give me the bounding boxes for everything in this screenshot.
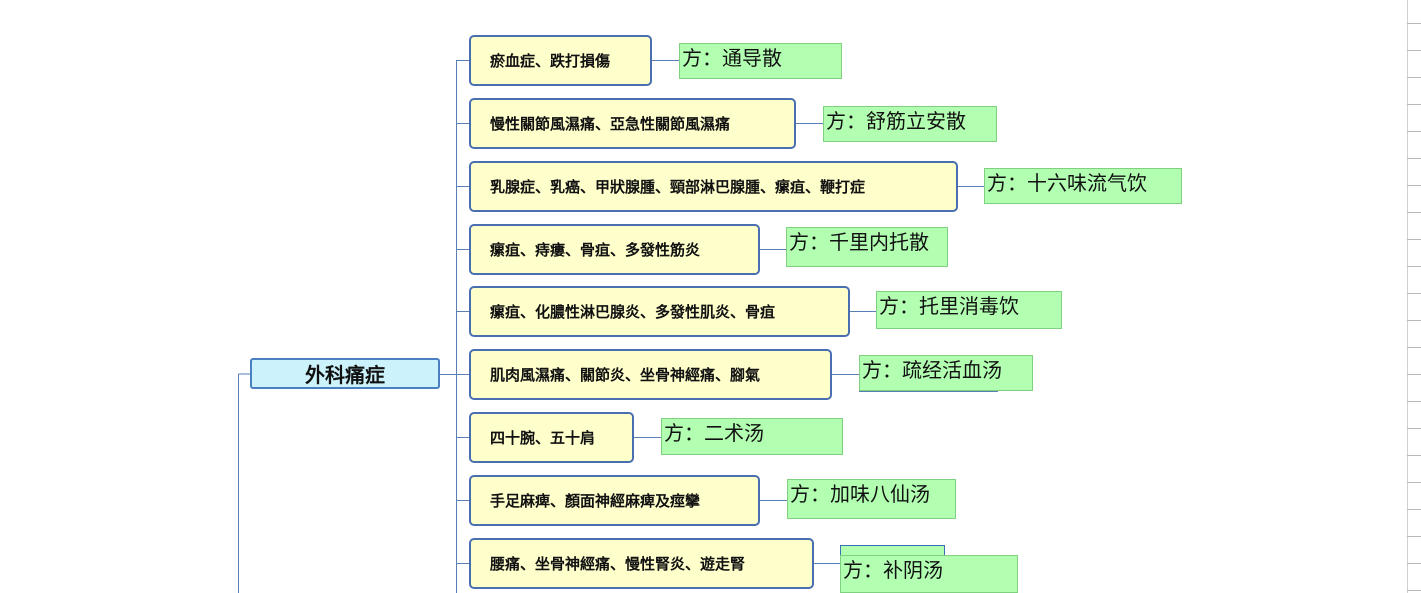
scroll-rail-tick [1407,401,1421,402]
scroll-rail-tick [1407,77,1421,78]
scroll-rail-tick [1407,23,1421,24]
branch-node-1[interactable]: 瘀血症、跌打損傷 [469,35,652,86]
formula-note-text: 方：加味八仙汤 [790,482,930,506]
branch-node-5[interactable]: 瘰疽、化膿性淋巴腺炎、多發性肌炎、骨疽 [469,286,850,337]
branch-node-9[interactable]: 腰痛、坐骨神經痛、慢性腎炎、遊走腎 [469,538,814,589]
branch-node-label: 手足麻痺、顏面神經麻痺及痙攣 [490,492,701,510]
branch-node-8[interactable]: 手足麻痺、顏面神經麻痺及痙攣 [469,475,760,526]
formula-note-5[interactable]: 方：托里消毒饮 [876,291,1062,329]
scroll-rail[interactable] [1407,0,1421,593]
scroll-rail-tick [1407,509,1421,510]
scroll-rail-tick [1407,428,1421,429]
formula-note-text: 方：十六味流气饮 [987,171,1147,195]
formula-note-4[interactable]: 方：千里内托散 [786,227,948,267]
formula-note-text: 方：疏经活血汤 [862,358,1002,382]
scroll-rail-tick [1407,185,1421,186]
formula-note-7[interactable]: 方：二术汤 [661,418,843,455]
scroll-rail-tick [1407,536,1421,537]
branch-node-label: 乳腺症、乳癌、甲狀腺腫、頸部淋巴腺腫、瘰疽、鞭打症 [490,178,866,196]
formula-note-shadow [840,545,945,557]
scroll-rail-tick [1407,104,1421,105]
branch-node-label: 慢性關節風濕痛、亞急性關節風濕痛 [490,115,731,133]
scroll-rail-tick [1407,212,1421,213]
formula-note-text: 方：千里内托散 [789,230,929,254]
formula-note-text: 方：舒筋立安散 [826,109,966,133]
branch-node-label: 瘰疽、化膿性淋巴腺炎、多發性肌炎、骨疽 [490,303,776,321]
scroll-rail-tick [1407,239,1421,240]
branch-node-label: 肌肉風濕痛、關節炎、坐骨神經痛、腳氣 [490,366,761,384]
scroll-rail-tick [1407,293,1421,294]
branch-node-2[interactable]: 慢性關節風濕痛、亞急性關節風濕痛 [469,98,796,149]
scroll-rail-tick [1407,320,1421,321]
branch-node-6[interactable]: 肌肉風濕痛、關節炎、坐骨神經痛、腳氣 [469,349,832,400]
formula-note-text: 方：通导散 [682,46,782,70]
formula-note-text: 方：二术汤 [664,421,764,445]
scroll-rail-tick [1407,266,1421,267]
root-node-label: 外科痛症 [305,363,385,387]
scroll-rail-tick [1407,455,1421,456]
formula-note-9[interactable]: 方：补阴汤 [840,555,1018,593]
scroll-rail-line [1407,0,1408,593]
branch-node-label: 四十腕、五十肩 [490,429,596,447]
formula-note-1[interactable]: 方：通导散 [679,43,842,79]
branch-node-label: 瘀血症、跌打損傷 [490,52,611,70]
formula-note-6[interactable]: 方：疏经活血汤 [859,355,1033,391]
branch-node-label: 腰痛、坐骨神經痛、慢性腎炎、遊走腎 [490,555,746,573]
branch-node-7[interactable]: 四十腕、五十肩 [469,412,634,463]
root-node-surgical-pain[interactable]: 外科痛症 [250,358,440,389]
branch-node-4[interactable]: 瘰疽、痔瘻、骨疽、多發性筋炎 [469,224,760,275]
formula-note-8[interactable]: 方：加味八仙汤 [787,479,956,519]
scroll-rail-tick [1407,563,1421,564]
branch-node-3[interactable]: 乳腺症、乳癌、甲狀腺腫、頸部淋巴腺腫、瘰疽、鞭打症 [469,161,958,212]
formula-note-text: 方：补阴汤 [843,558,943,582]
scroll-rail-tick [1407,482,1421,483]
formula-note-2[interactable]: 方：舒筋立安散 [823,106,997,142]
scroll-rail-tick [1407,50,1421,51]
scroll-rail-tick [1407,347,1421,348]
scroll-rail-tick [1407,590,1421,591]
scroll-rail-tick [1407,131,1421,132]
formula-note-3[interactable]: 方：十六味流气饮 [984,168,1182,204]
scroll-rail-tick [1407,374,1421,375]
branch-node-label: 瘰疽、痔瘻、骨疽、多發性筋炎 [490,241,701,259]
scroll-rail-tick [1407,158,1421,159]
formula-note-text: 方：托里消毒饮 [879,294,1019,318]
